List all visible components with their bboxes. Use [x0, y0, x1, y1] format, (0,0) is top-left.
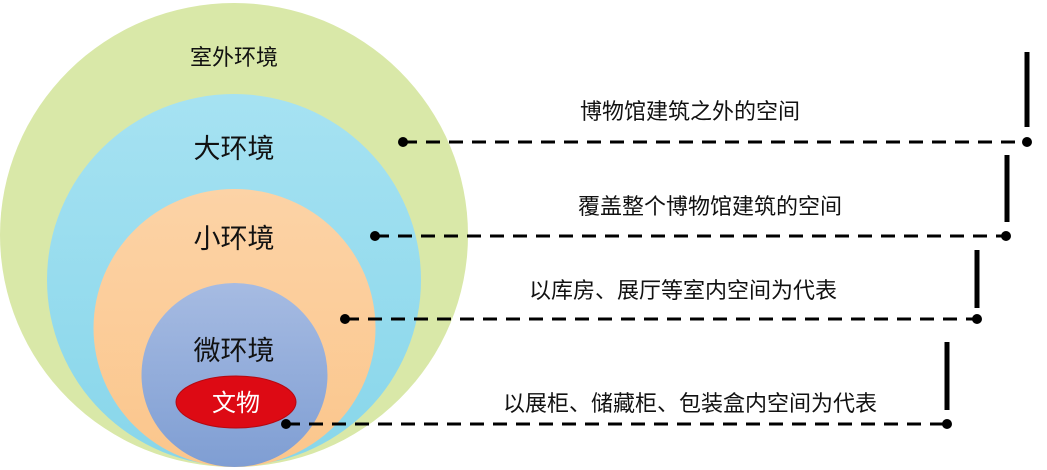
micro-description: 以库房、展厅等室内空间为代表: [529, 279, 837, 304]
micro-dot-start: [340, 314, 350, 324]
artifact-label: 文物: [212, 389, 260, 417]
macro-environment-label: 大环境: [194, 134, 275, 165]
artifact-dot-start: [281, 419, 291, 429]
artifact-dot-end: [942, 419, 952, 429]
small-description: 覆盖整个博物馆建筑的空间: [578, 195, 842, 220]
artifact-ellipse: [175, 375, 297, 429]
small-dot-end: [1001, 231, 1011, 241]
small-environment-label: 小环境: [194, 224, 275, 255]
macro-dot-start: [398, 137, 408, 147]
micro-dot-end: [972, 314, 982, 324]
micro-environment-circle: [141, 283, 328, 467]
small-dot-start: [370, 231, 380, 241]
macro-description: 博物馆建筑之外的空间: [580, 100, 800, 125]
artifact-description: 以展柜、储藏柜、包装盒内空间为代表: [503, 392, 877, 417]
micro-environment-label: 微环境: [194, 336, 275, 367]
outdoor-environment-label: 室外环境: [190, 46, 278, 71]
macro-dot-end: [1022, 137, 1032, 147]
